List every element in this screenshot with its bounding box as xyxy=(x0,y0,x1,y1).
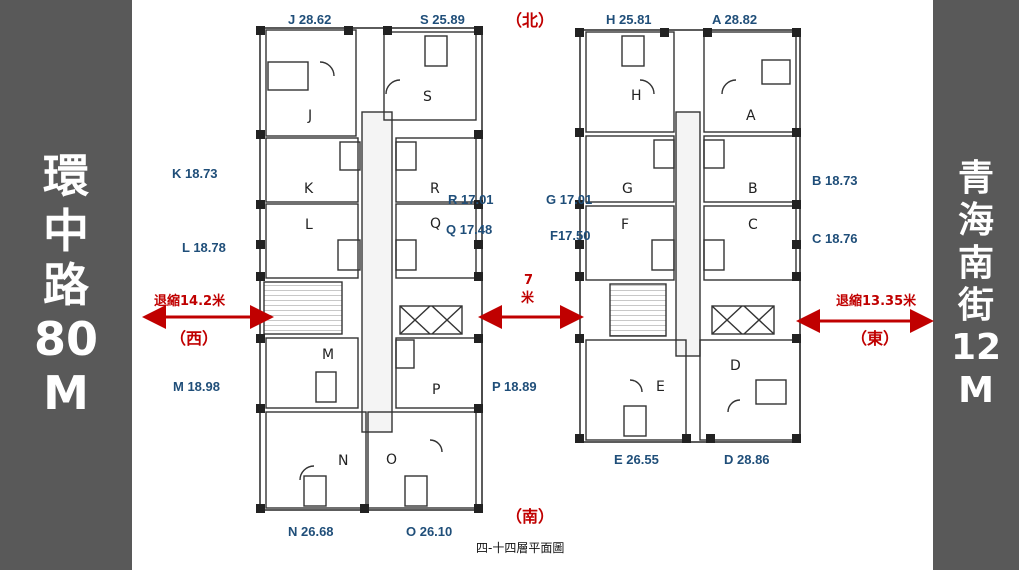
room-letter: S xyxy=(423,89,432,105)
room-letter: E xyxy=(656,379,665,395)
south-label: （南） xyxy=(506,507,554,526)
unit-label: A 28.82 xyxy=(712,12,757,27)
room-letter: D xyxy=(730,358,741,374)
unit-label: G 17.01 xyxy=(546,192,592,207)
unit-label: H 25.81 xyxy=(606,12,652,27)
room-letter: J xyxy=(307,108,312,124)
unit-label: Q 17.48 xyxy=(446,222,492,237)
west-label: （西） xyxy=(170,329,218,348)
room-letter: P xyxy=(432,382,440,398)
east-setback-label: 退縮13.35米 xyxy=(836,293,917,309)
room-letter: F xyxy=(621,217,629,233)
left-columns xyxy=(256,26,483,513)
unit-labels-right: H 25.81 A 28.82 G 17.01 B 18.73 F17.50 C… xyxy=(546,12,858,467)
left-road-char: 路 xyxy=(42,257,89,312)
left-road-char: 環 xyxy=(42,149,89,204)
room-letter: O xyxy=(386,452,397,468)
room-letter: C xyxy=(748,217,758,233)
unit-label: D 28.86 xyxy=(724,452,770,467)
room-letter: G xyxy=(622,181,633,197)
right-road-char: 12 xyxy=(950,327,1002,369)
left-road-char: 80 xyxy=(33,312,98,367)
unit-label: B 18.73 xyxy=(812,173,858,188)
room-letter: K xyxy=(304,181,314,197)
right-road-band: 青 海 南 街 12 M xyxy=(933,0,1019,570)
unit-label: L 18.78 xyxy=(182,240,226,255)
left-building xyxy=(259,27,483,511)
right-road-char: 青 xyxy=(957,157,994,199)
unit-label: N 26.68 xyxy=(288,524,334,539)
room-letter: H xyxy=(631,88,642,104)
west-setback-label: 退縮14.2米 xyxy=(154,293,226,309)
room-letter: B xyxy=(748,181,758,197)
unit-label: M 18.98 xyxy=(173,379,220,394)
left-road-char: M xyxy=(43,366,89,421)
room-letter: N xyxy=(338,453,348,469)
right-road-char: 街 xyxy=(957,285,994,326)
unit-label: E 26.55 xyxy=(614,452,659,467)
unit-label: P 18.89 xyxy=(492,379,537,394)
room-letter: Q xyxy=(430,216,441,232)
room-letter: R xyxy=(430,181,440,197)
left-road-band: 環 中 路 80 M xyxy=(0,0,132,570)
gap-number: 7 xyxy=(524,273,533,288)
north-label: （北） xyxy=(506,11,554,30)
right-road-char: 海 xyxy=(957,200,994,242)
right-building xyxy=(579,29,801,443)
unit-label: J 28.62 xyxy=(288,12,331,27)
right-columns xyxy=(575,28,801,443)
east-label: （東） xyxy=(851,329,899,348)
left-road-name: 環 中 路 80 M xyxy=(34,149,98,420)
room-letter: M xyxy=(322,347,334,363)
unit-labels-left: J 28.62 S 25.89 K 18.73 R 17.01 L 18.78 … xyxy=(172,12,537,539)
room-letter: A xyxy=(746,108,756,124)
unit-label: C 18.76 xyxy=(812,231,858,246)
unit-label: F17.50 xyxy=(550,228,590,243)
right-road-char: M xyxy=(958,369,994,411)
unit-label: O 26.10 xyxy=(406,524,452,539)
room-letter: L xyxy=(305,217,313,233)
unit-label: S 25.89 xyxy=(420,12,465,27)
floor-plan-caption: 四-十四層平面圖 xyxy=(476,541,564,555)
right-road-char: 南 xyxy=(957,242,994,284)
unit-label: K 18.73 xyxy=(172,166,218,181)
left-road-char: 中 xyxy=(42,203,89,258)
gap-unit: 米 xyxy=(521,290,535,306)
right-road-name: 青 海 南 街 12 M xyxy=(951,158,1001,413)
room-letters: J S K R L Q M P N O H A G B F C E D xyxy=(304,88,758,469)
unit-label: R 17.01 xyxy=(448,192,494,207)
